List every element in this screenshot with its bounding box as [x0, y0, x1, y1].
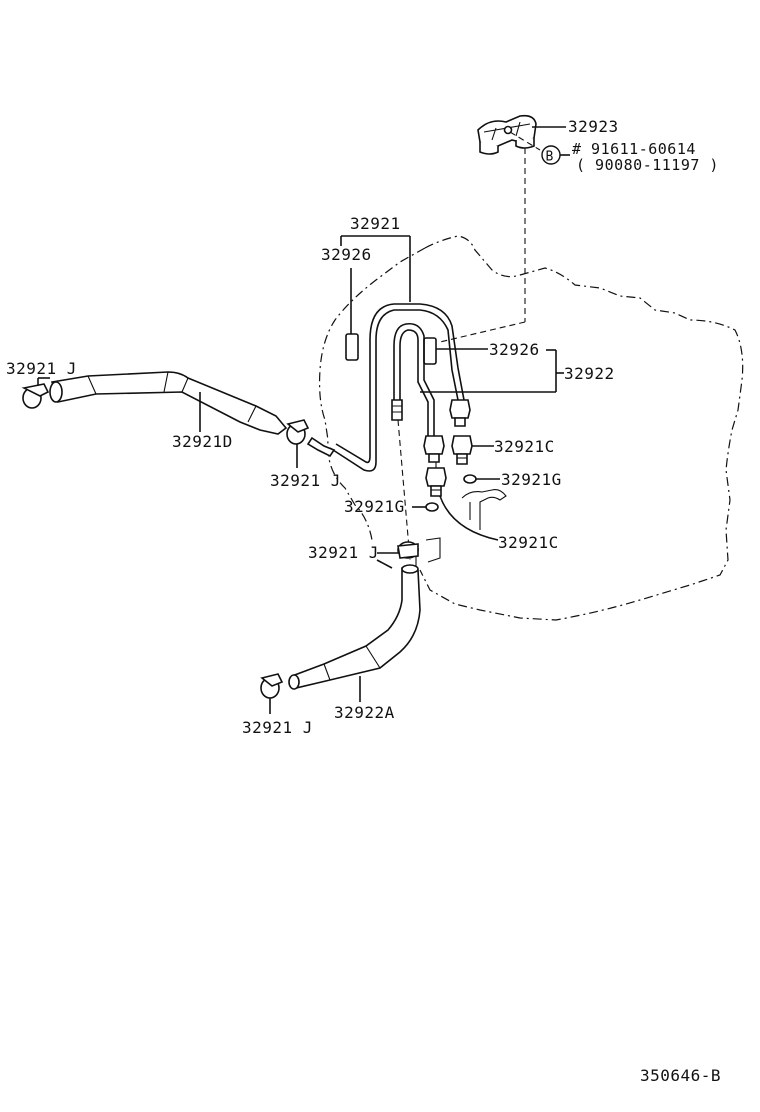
- label-32921: 32921: [350, 214, 401, 233]
- label-bolt-alt-number: ( 90080-11197 ): [576, 156, 719, 174]
- label-32921j-left: 32921 J: [6, 359, 77, 378]
- housing-tab: [415, 537, 441, 568]
- hose-32922a: [288, 564, 421, 690]
- label-32921d: 32921D: [172, 432, 233, 451]
- sleeve-32926-right: [423, 337, 437, 365]
- label-32921g-left: 32921G: [344, 497, 405, 516]
- label-32921j-mid: 32921 J: [270, 471, 341, 490]
- hose-clamp-left: [21, 378, 50, 409]
- hose-32921d: [49, 371, 288, 435]
- o-ring-32921g-left: [425, 502, 439, 512]
- label-32921g-right: 32921G: [501, 470, 562, 489]
- label-32921c-upper: 32921C: [494, 437, 555, 456]
- figure-code: 350646-B: [640, 1066, 721, 1085]
- hose-clamp-mid: [286, 419, 310, 445]
- sleeve-32926-left: [345, 333, 359, 361]
- label-32923: 32923: [568, 117, 619, 136]
- label-circle-b: B: [546, 150, 554, 165]
- transmission-outline: [419, 235, 744, 621]
- label-bolt-part-number: # 91611-60614: [572, 140, 696, 158]
- cooler-pipe-assembly: [306, 303, 471, 472]
- o-ring-32921g-right: [463, 474, 477, 484]
- clamp-32923: [477, 114, 537, 155]
- union-fitting-32921c-upper: [451, 435, 473, 465]
- hose-clamp-bottom: [260, 673, 284, 699]
- label-32921c-lower: 32921C: [498, 533, 559, 552]
- housing-bracket: [461, 489, 507, 530]
- union-fitting-32921c-lower: [425, 467, 447, 497]
- label-32922: 32922: [564, 364, 615, 383]
- hose-clamp-center: [397, 541, 419, 559]
- label-32921j-center: 32921 J: [308, 543, 379, 562]
- label-32926-right: 32926: [489, 340, 540, 359]
- label-32926-top: 32926: [321, 245, 372, 264]
- label-32922a: 32922A: [334, 703, 395, 722]
- label-32921j-bottom: 32921 J: [242, 718, 313, 737]
- transmission-outline-left: [318, 247, 426, 541]
